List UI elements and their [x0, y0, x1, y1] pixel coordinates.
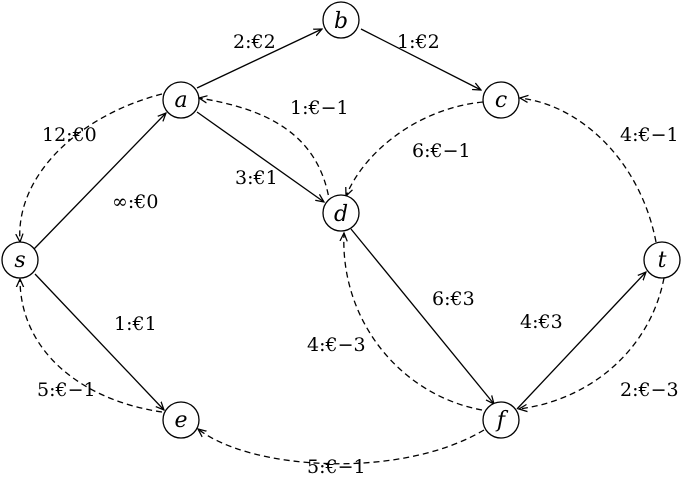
node-a-label: a: [174, 88, 187, 113]
edge-label-c-d: 6:€−1: [412, 140, 471, 162]
edge-s-a: [33, 113, 166, 250]
edge-label-b-c: 1:€2: [397, 31, 440, 53]
edge-label-f-t: 4:€3: [520, 311, 563, 333]
edge-label-a-b: 2:€2: [233, 31, 276, 53]
edge-f-t: [516, 272, 646, 410]
edge-d-f: [350, 228, 494, 404]
node-d: d: [322, 194, 360, 232]
node-s-label: s: [14, 248, 25, 273]
edge-f-e: [198, 429, 485, 465]
edge-b-c: [360, 28, 481, 90]
node-d-label: d: [334, 202, 348, 227]
edge-label-f-e: 5:€−1: [307, 456, 366, 478]
edge-label-t-f: 2:€−3: [620, 379, 679, 401]
node-e-label: e: [174, 408, 187, 433]
edge-c-d: [346, 101, 484, 196]
edge-a-s: [20, 93, 163, 242]
node-s: s: [1, 241, 39, 279]
edge-label-d-a: 1:€−1: [290, 97, 349, 119]
node-c-label: c: [495, 88, 507, 113]
edge-e-s: [20, 279, 163, 413]
edge-label-f-d: 4:€−3: [307, 334, 366, 356]
edge-label-t-c: 4:€−1: [620, 124, 679, 146]
edge-s-e: [34, 273, 164, 410]
edge-t-c: [520, 98, 657, 243]
node-t-label: t: [658, 248, 667, 273]
node-a: a: [162, 81, 200, 119]
edge-label-a-d: 3:€1: [235, 167, 278, 189]
node-b-label: b: [334, 9, 348, 34]
node-t: t: [643, 241, 681, 279]
edge-a-d: [196, 111, 324, 202]
edge-a-b: [196, 29, 322, 89]
node-c: c: [482, 81, 520, 119]
edge-d-a: [199, 98, 331, 206]
node-b: b: [322, 1, 360, 39]
edge-label-s-e: 1:€1: [114, 313, 157, 335]
edge-t-f: [519, 277, 665, 409]
edge-f-d: [344, 233, 483, 411]
edge-label-d-f: 6:€3: [432, 288, 475, 310]
node-e: e: [162, 401, 200, 439]
edge-label-a-s: 12:€0: [42, 124, 97, 146]
node-f: f: [482, 401, 520, 439]
edge-label-s-a: ∞:€0: [112, 191, 158, 213]
edge-label-e-s: 5:€−1: [37, 379, 96, 401]
